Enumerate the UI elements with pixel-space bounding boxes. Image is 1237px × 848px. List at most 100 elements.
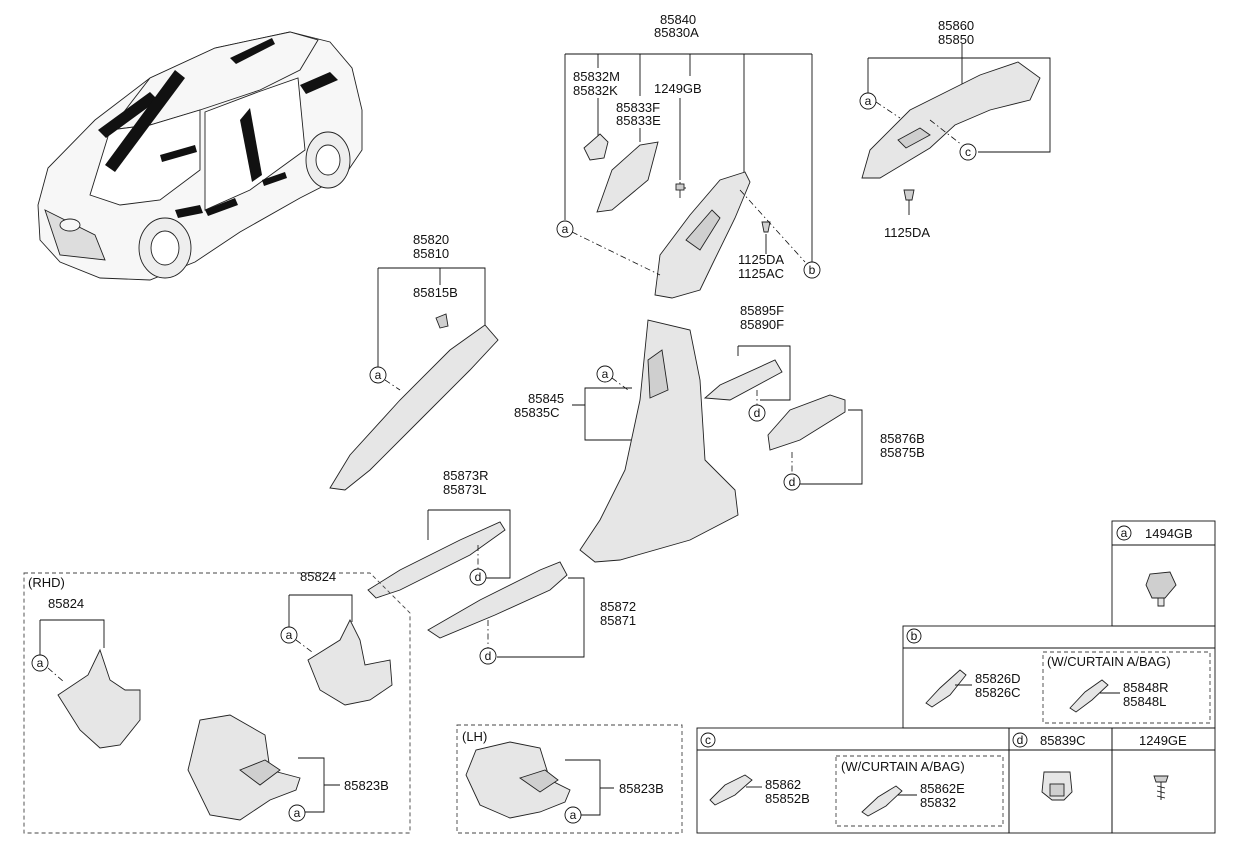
part-85873: [367, 521, 506, 599]
label-85810: 85810: [413, 246, 449, 261]
legend-b-part1-top: 85826D: [975, 671, 1021, 686]
svg-text:a: a: [37, 656, 44, 670]
legend-b-option: (W/CURTAIN A/BAG): [1047, 654, 1171, 669]
part-85848: [1069, 679, 1109, 713]
part-85860-trim: [861, 61, 1041, 179]
label-85823b-rhd: 85823B: [344, 778, 389, 793]
label-1125ac: 1125AC: [738, 266, 784, 281]
b-pillar-upper-group: 85840 85830A 85832M 85832K 1249GB 85833F…: [556, 12, 821, 299]
label-85820: 85820: [413, 232, 449, 247]
part-85832: [583, 133, 609, 161]
svg-text:c: c: [705, 733, 711, 747]
trim-85895f-group: 85895F 85890F d: [703, 303, 791, 422]
sill-85873-group: 85873R 85873L d: [367, 468, 511, 599]
legend-c-part1-bot: 85852B: [765, 791, 810, 806]
label-85850: 85850: [938, 32, 974, 47]
lh-frame: [456, 724, 683, 834]
label-85840: 85840: [660, 12, 696, 27]
part-85826: [925, 669, 967, 708]
part-85895f: [703, 359, 783, 401]
label-85830a: 85830A: [654, 25, 699, 40]
svg-text:b: b: [809, 263, 816, 277]
legend-a-part: 1494GB: [1145, 526, 1193, 541]
label-85833e: 85833E: [616, 113, 661, 128]
callout-b-upper: [803, 261, 821, 279]
legend-c-part2-top: 85862E: [920, 781, 965, 796]
legend-table: a 1494GB b 85826D 85826C (W/CURTAIN A/BA…: [696, 520, 1216, 834]
part-1494gb: [1145, 571, 1177, 599]
legend-c-option: (W/CURTAIN A/BAG): [841, 759, 965, 774]
label-85832k: 85832K: [573, 83, 618, 98]
svg-text:a: a: [1121, 526, 1128, 540]
legend-e-part: 1249GE: [1139, 733, 1187, 748]
legend-b-part2-bot: 85848L: [1123, 694, 1166, 709]
svg-text:b: b: [911, 629, 918, 643]
callout-a-apillar: [369, 366, 387, 384]
svg-text:a: a: [294, 806, 301, 820]
vehicle-illustration: [37, 31, 363, 281]
svg-text:a: a: [602, 367, 609, 381]
label-85824-rhd: 85824: [48, 596, 84, 611]
clip-1125da-right: [903, 189, 915, 201]
part-85823b-rhd: [187, 714, 301, 821]
label-85823b-lh: 85823B: [619, 781, 664, 796]
label-85875b: 85875B: [880, 445, 925, 460]
legend-c-part2-bot: 85832: [920, 795, 956, 810]
label-85860: 85860: [938, 18, 974, 33]
legend-cell-b: [902, 625, 1216, 729]
callout-d-85872: [479, 647, 497, 665]
part-85872: [427, 561, 568, 639]
label-85871: 85871: [600, 613, 636, 628]
legend-b-part1-bot: 85826C: [975, 685, 1021, 700]
part-85823b-lh: [465, 741, 571, 819]
label-85845: 85845: [528, 391, 564, 406]
part-85824-mid: [307, 618, 393, 706]
label-1125da-top: 1125DA: [738, 252, 784, 267]
legend-b-part2-top: 85848R: [1123, 680, 1169, 695]
part-85820-trim: [329, 324, 499, 491]
part-85824-rhd: [57, 648, 141, 749]
callout-a-cpillar: [859, 92, 877, 110]
label-85873l: 85873L: [443, 482, 486, 497]
svg-text:a: a: [570, 808, 577, 822]
label-85876b: 85876B: [880, 431, 925, 446]
callout-a-85824: [280, 626, 298, 644]
clip-1125da: [761, 221, 771, 233]
legend-d-part: 85839C: [1040, 733, 1086, 748]
svg-text:a: a: [562, 222, 569, 236]
legend-c-part1-top: 85862: [765, 777, 801, 792]
label-85872: 85872: [600, 599, 636, 614]
label-85832m: 85832M: [573, 69, 620, 84]
part-85862e: [861, 785, 903, 817]
callout-a-rhd-2: [288, 804, 306, 822]
label-85895f: 85895F: [740, 303, 784, 318]
callout-a-bpillar: [596, 365, 614, 383]
callout-d-85876: [783, 473, 801, 491]
screw-1249ge: [1153, 775, 1169, 783]
lh-title: (LH): [462, 729, 487, 744]
clip-85815b: [435, 313, 449, 329]
callout-a-upper: [556, 220, 574, 238]
label-85833f: 85833F: [616, 100, 660, 115]
svg-text:d: d: [485, 649, 492, 663]
trim-85876b-group: 85876B 85875B d: [767, 394, 925, 491]
svg-text:a: a: [865, 94, 872, 108]
label-85824-mid: 85824: [300, 569, 336, 584]
callout-a-rhd: [31, 654, 49, 672]
rhd-frame: [23, 572, 411, 834]
svg-text:a: a: [375, 368, 382, 382]
a-pillar-group: 85820 85810 85815B a: [329, 232, 499, 491]
part-85862: [709, 774, 753, 806]
svg-text:a: a: [286, 628, 293, 642]
callout-d-85895: [748, 404, 766, 422]
part-85876b: [767, 394, 846, 451]
sill-85872-group: 85872 85871 d: [427, 561, 636, 665]
label-85873r: 85873R: [443, 468, 489, 483]
rhd-section: (RHD) 85824 a 85823B a: [23, 572, 411, 834]
callout-c-cpillar: [959, 143, 977, 161]
label-85815b: 85815B: [413, 285, 458, 300]
part-85833: [596, 141, 659, 213]
label-1249gb: 1249GB: [654, 81, 702, 96]
part-85845-trim: [579, 319, 739, 563]
